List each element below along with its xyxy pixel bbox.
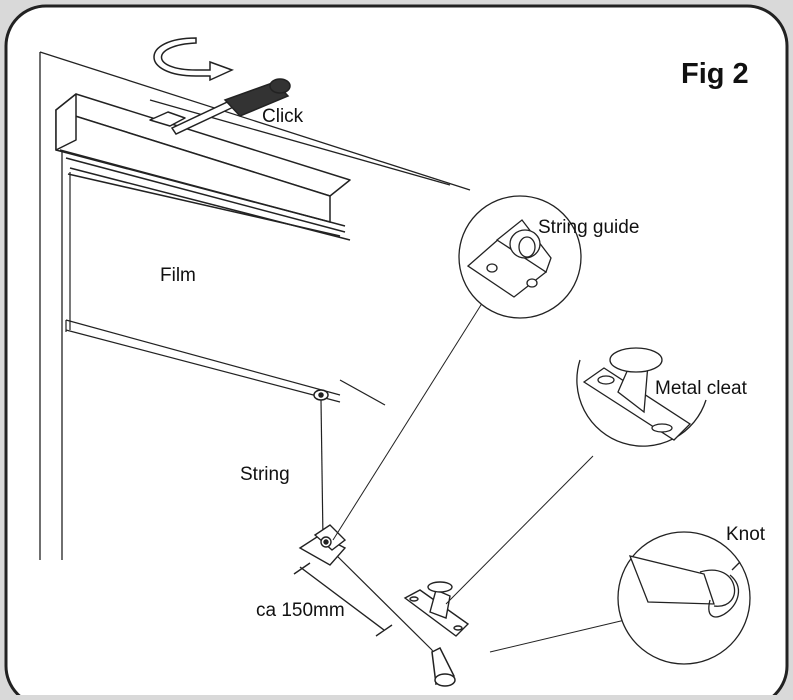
figure-title: Fig 2: [681, 58, 749, 90]
roller-housing: [55, 93, 351, 241]
knot-callout: [617, 531, 751, 665]
string-label: String: [240, 464, 290, 485]
string-guide-part: [298, 524, 347, 566]
window-frame: [39, 51, 471, 560]
bar-ring: [313, 389, 329, 401]
film-sheet: [65, 172, 386, 406]
knot-label: Knot: [726, 524, 766, 545]
metal-cleat-callout: [576, 347, 707, 447]
screwdriver-icon: [170, 78, 291, 135]
click-label: Click: [262, 106, 304, 127]
film-label: Film: [160, 265, 196, 286]
callout-lines: [332, 296, 626, 653]
knot-weight: [431, 646, 456, 687]
rotation-arrow-icon: [153, 37, 234, 82]
string-guide-label: String guide: [538, 217, 640, 238]
metal-cleat-part: [403, 581, 470, 637]
distance-dimension: [293, 562, 393, 637]
string-guide-callout: [458, 195, 582, 319]
metal-cleat-label: Metal cleat: [655, 378, 747, 399]
distance-label: ca 150mm: [256, 600, 345, 621]
